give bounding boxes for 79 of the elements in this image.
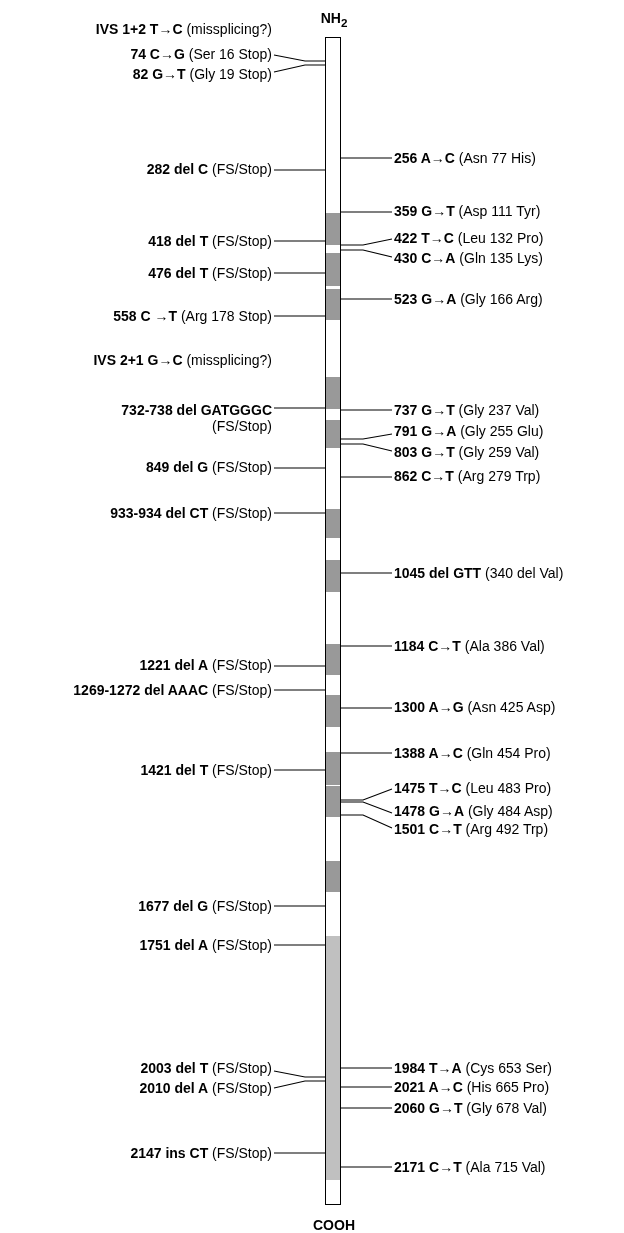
mutation-label: 256 A→C (Asn 77 His) [394,150,536,166]
leader-line [340,238,393,246]
mutation-label: 849 del G (FS/Stop) [145,459,272,475]
mutation-label: 1677 del G (FS/Stop) [138,898,272,914]
leader-line [273,1152,326,1154]
mutation-label: 1475 T→C (Leu 483 Pro) [394,780,552,796]
mutation-label: 74 C→G (Ser 16 Stop) [130,46,272,62]
mutation-label: 2147 ins CT (FS/Stop) [130,1145,272,1161]
leader-line [340,443,393,452]
leader-line [340,409,393,411]
leader-line [273,54,326,62]
mutation-label: 732-738 del GATGGGC (FS/Stop) [72,402,272,434]
leader-line [273,467,326,469]
mutation-label: 1984 T→A (Cys 653 Ser) [394,1060,552,1076]
leader-line [340,476,393,478]
mutation-label: 1478 G→A (Gly 484 Asp) [394,803,553,819]
mutation-label: 862 C→T (Arg 279 Trp) [394,468,541,484]
mutation-label: 2021 A→C (His 665 Pro) [394,1079,550,1095]
leader-line [340,788,393,801]
leader-line [340,1086,393,1088]
leader-line [340,645,393,647]
mutation-label: 558 C →T (Arg 178 Stop) [113,308,272,324]
mutation-label: 1421 del T (FS/Stop) [140,762,272,778]
leader-line [340,572,393,574]
mutation-label: 422 T→C (Leu 132 Pro) [394,230,544,246]
leader-line [340,249,393,258]
mutation-label: 2010 del A (FS/Stop) [139,1080,272,1096]
leader-line [273,689,326,691]
mutation-label: 418 del T (FS/Stop) [148,233,272,249]
mutation-label: 933-934 del CT (FS/Stop) [110,505,272,521]
mutation-label: 1045 del GTT (340 del Val) [394,565,564,581]
mutation-label: 737 G→T (Gly 237 Val) [394,402,540,418]
mutation-label: 430 C→A (Gln 135 Lys) [394,250,543,266]
leader-line [340,157,393,159]
leader-line [273,512,326,514]
protein-bar [325,37,341,1205]
leader-line [273,944,326,946]
leader-line [340,211,393,213]
mutation-label: 1501 C→T (Arg 492 Trp) [394,821,549,837]
mutation-label: 791 G→A (Gly 255 Glu) [394,423,544,439]
mutation-label: 1751 del A (FS/Stop) [139,937,272,953]
leader-line [340,1107,393,1109]
mutation-label: IVS 2+1 G→C (missplicing?) [93,352,272,368]
mutation-label: 476 del T (FS/Stop) [148,265,272,281]
mutation-label: 82 G→T (Gly 19 Stop) [132,66,272,82]
leader-line [273,64,326,73]
leader-line [273,407,326,409]
mutation-label: 523 G→A (Gly 166 Arg) [394,291,543,307]
terminus-label: COOH [313,1217,355,1233]
mutation-label: 1388 A→C (Gln 454 Pro) [394,745,551,761]
mutation-label: 282 del C (FS/Stop) [146,161,272,177]
leader-line [340,752,393,754]
leader-line [273,905,326,907]
leader-line [273,169,326,171]
mutation-label: 1269-1272 del AAAC (FS/Stop) [73,682,272,698]
mutation-label: 803 G→T (Gly 259 Val) [394,444,540,460]
mutation-label: 1184 C→T (Ala 386 Val) [394,638,545,654]
terminus-label: NH$_{2}$ [320,9,348,31]
mutation-label: 359 G→T (Asp 111 Tyr) [394,203,541,219]
leader-line [340,433,393,440]
leader-line [273,1080,326,1089]
mutation-label: 1300 A→G (Asn 425 Asp) [394,699,556,715]
mutation-label: IVS 1+2 T→C (missplicing?) [95,21,272,37]
leader-line [273,769,326,771]
leader-line [273,272,326,274]
leader-line [340,801,393,814]
leader-line [273,315,326,317]
leader-line [273,1070,326,1078]
leader-line [273,665,326,667]
leader-line [340,1166,393,1168]
mutation-label: 1221 del A (FS/Stop) [139,657,272,673]
leader-line [340,707,393,709]
leader-line [340,814,393,829]
mutation-label: 2003 del T (FS/Stop) [140,1060,272,1076]
leader-line [340,298,393,300]
leader-line [340,1067,393,1069]
mutation-label: 2060 G→T (Gly 678 Val) [394,1100,548,1116]
leader-line [273,240,326,242]
mutation-label: 2171 C→T (Ala 715 Val) [394,1159,546,1175]
